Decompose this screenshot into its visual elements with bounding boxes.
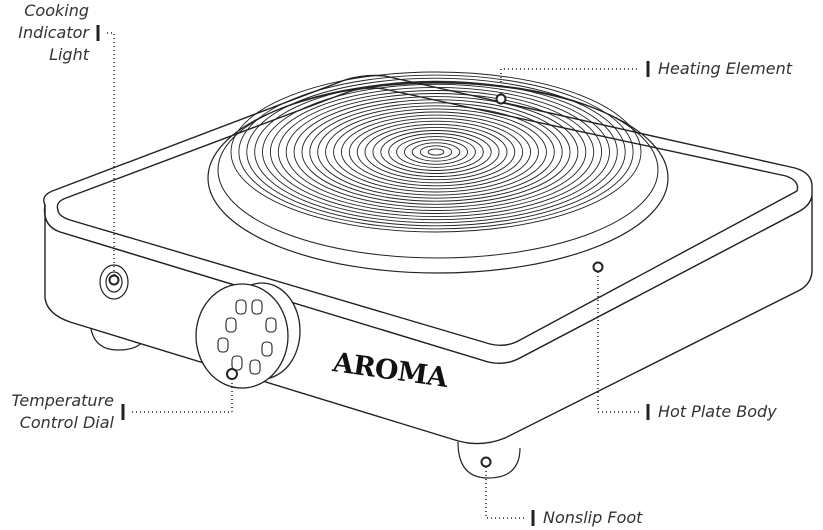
label-line: Control Dial <box>19 413 114 432</box>
temperature-control-dial[interactable] <box>195 282 301 389</box>
element-outer-rim <box>207 82 669 274</box>
marker-hot-plate-body <box>592 261 604 273</box>
coil-ring <box>388 133 484 171</box>
coil-ring <box>427 148 445 156</box>
coil-ring <box>230 71 642 233</box>
cooking-indicator-light <box>99 264 129 300</box>
label-line: Indicator <box>18 23 89 42</box>
label-cooking-indicator-light: Cooking Indicator Light <box>0 0 89 66</box>
coil-ring <box>254 80 618 224</box>
coil-ring <box>301 99 571 205</box>
heating-coils <box>230 71 642 233</box>
label-line: Cooking <box>24 1 89 20</box>
coil-ring <box>285 93 587 211</box>
callouts <box>96 25 650 526</box>
label-line: Light <box>49 45 89 64</box>
body-rim <box>56 87 799 347</box>
label-nonslip-foot: Nonslip Foot <box>543 508 643 527</box>
coil-ring <box>246 77 626 227</box>
dial-grip-notches <box>217 299 277 375</box>
coil-ring <box>333 111 539 193</box>
element-inner-rim <box>217 81 659 259</box>
coil-ring <box>293 96 579 208</box>
marker-indicator-light <box>108 274 120 286</box>
coil-ring <box>419 145 453 159</box>
coil-ring <box>372 126 500 178</box>
coil-ring <box>277 90 595 214</box>
marker-nonslip-foot <box>480 456 492 468</box>
coil-ring <box>348 117 524 187</box>
label-line: Temperature <box>11 391 114 410</box>
coil-ring <box>380 130 492 174</box>
coil-ring <box>404 139 468 165</box>
coil-ring <box>309 102 563 202</box>
coil-ring <box>396 136 476 168</box>
marker-heating-element <box>495 93 507 105</box>
coil-ring <box>411 142 461 162</box>
coil-ring <box>269 86 603 218</box>
coil-ring <box>356 120 516 184</box>
coil-ring <box>238 74 634 230</box>
coil-ring <box>325 108 547 196</box>
coil-ring <box>340 114 532 190</box>
coil-ring <box>262 83 610 221</box>
coil-ring <box>317 105 555 199</box>
label-temperature-control-dial: Temperature Control Dial <box>0 390 114 434</box>
label-hot-plate-body: Hot Plate Body <box>658 402 777 421</box>
heating-element <box>207 71 669 274</box>
label-heating-element: Heating Element <box>658 59 793 78</box>
coil-ring <box>364 123 508 181</box>
